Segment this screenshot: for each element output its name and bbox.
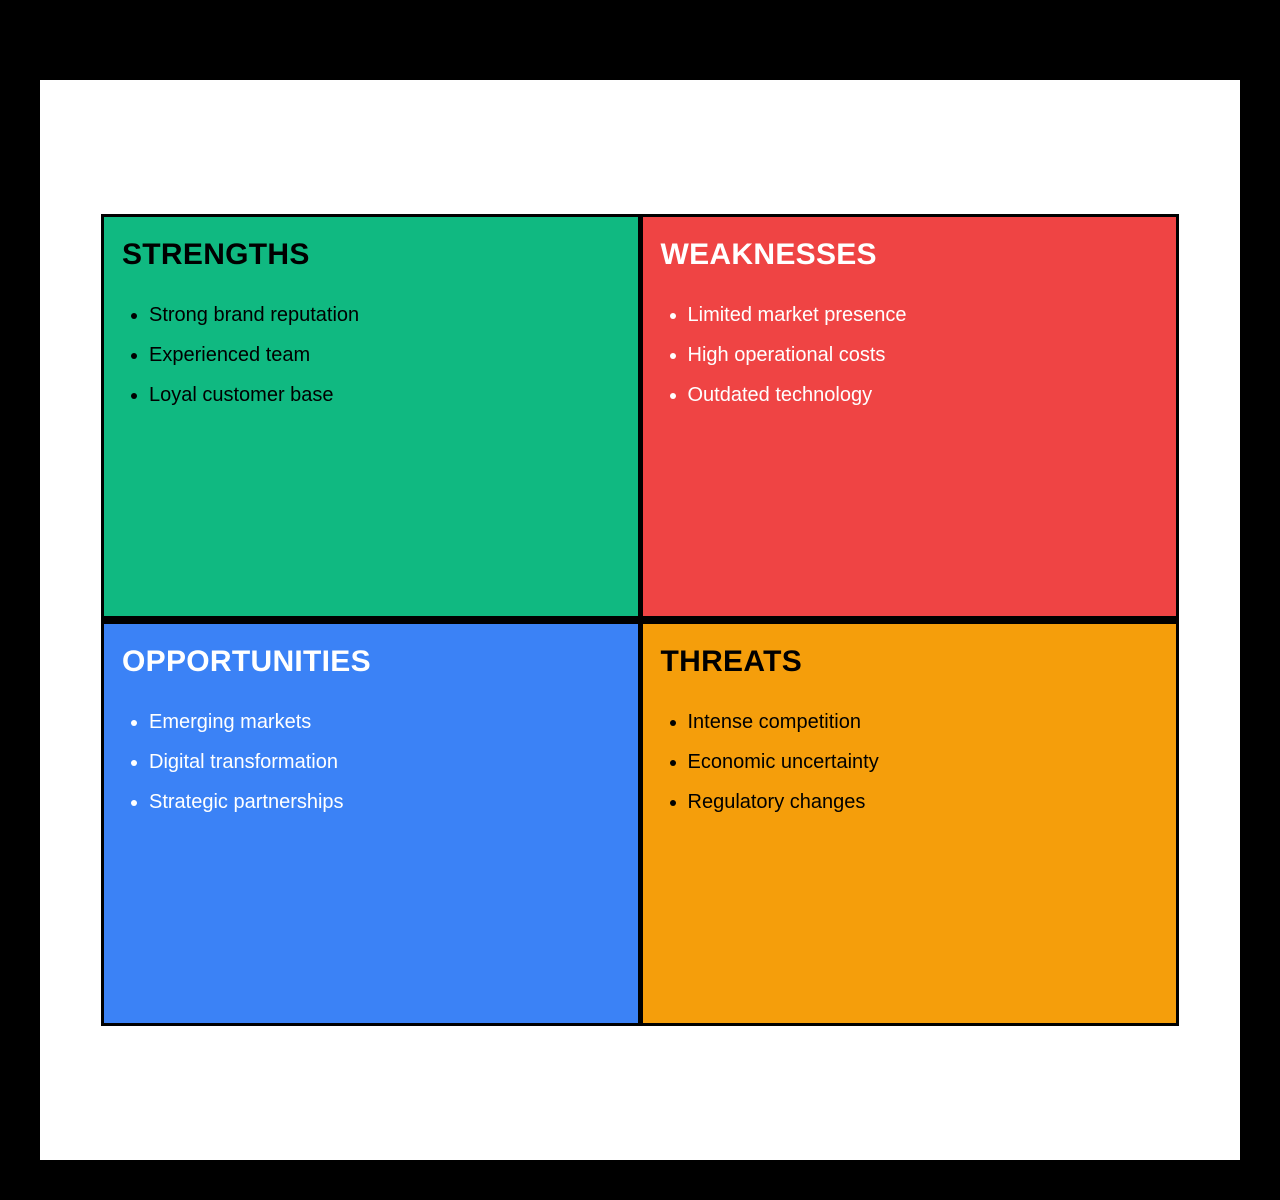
- list-item: Outdated technology: [688, 383, 1159, 407]
- list-item: Regulatory changes: [688, 790, 1159, 814]
- list-item: Loyal customer base: [149, 383, 620, 407]
- swot-slide-card: STRENGTHS Strong brand reputation Experi…: [40, 80, 1240, 1160]
- list-item: Digital transformation: [149, 750, 620, 774]
- list-item: Strong brand reputation: [149, 303, 620, 327]
- list-item: Intense competition: [688, 710, 1159, 734]
- quadrant-title-weaknesses: WEAKNESSES: [660, 238, 877, 271]
- quadrant-threats: THREATS Intense competition Economic unc…: [642, 624, 1176, 1023]
- quadrant-list-weaknesses: Limited market presence High operational…: [661, 303, 1159, 407]
- list-item: Experienced team: [149, 343, 620, 367]
- quadrant-list-threats: Intense competition Economic uncertainty…: [661, 710, 1159, 814]
- quadrant-title-opportunities: OPPORTUNITIES: [122, 645, 371, 678]
- swot-matrix: STRENGTHS Strong brand reputation Experi…: [101, 214, 1179, 1026]
- list-item: Economic uncertainty: [688, 750, 1159, 774]
- list-item: Emerging markets: [149, 710, 620, 734]
- quadrant-title-threats: THREATS: [660, 645, 803, 678]
- quadrant-weaknesses: WEAKNESSES Limited market presence High …: [642, 217, 1176, 616]
- quadrant-list-strengths: Strong brand reputation Experienced team…: [122, 303, 620, 407]
- list-item: High operational costs: [688, 343, 1159, 367]
- quadrant-list-opportunities: Emerging markets Digital transformation …: [122, 710, 620, 814]
- quadrant-title-strengths: STRENGTHS: [122, 238, 310, 271]
- quadrant-opportunities: OPPORTUNITIES Emerging markets Digital t…: [104, 624, 638, 1023]
- list-item: Limited market presence: [688, 303, 1159, 327]
- quadrant-strengths: STRENGTHS Strong brand reputation Experi…: [104, 217, 638, 616]
- list-item: Strategic partnerships: [149, 790, 620, 814]
